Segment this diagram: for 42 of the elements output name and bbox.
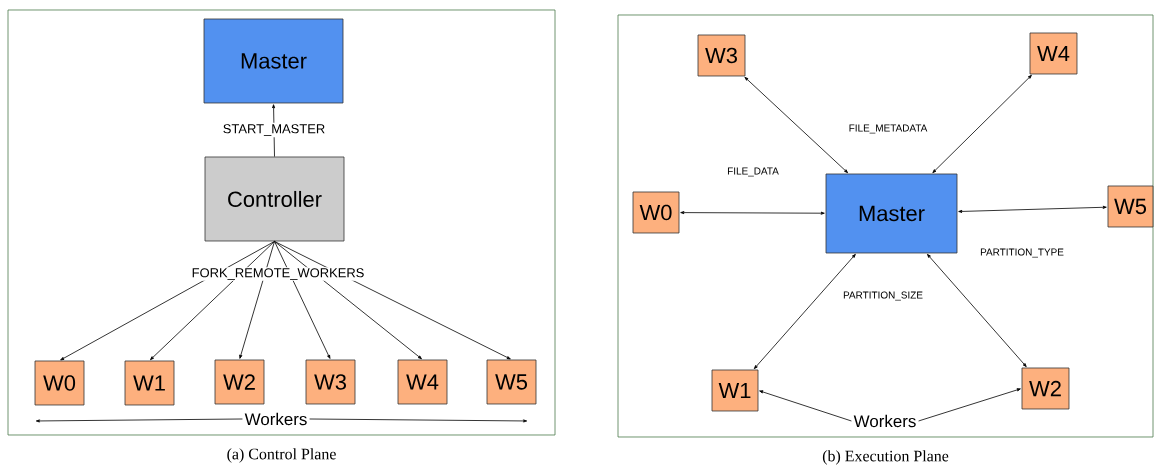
controller-box: Controller — [204, 156, 345, 242]
worker-box: W3 — [697, 34, 746, 77]
arrow — [274, 241, 422, 360]
arrow — [274, 241, 511, 360]
panel-label: (a) Control Plane — [227, 448, 336, 463]
worker-box: W5 — [1107, 185, 1154, 228]
arrow — [309, 418, 528, 423]
message-label: FILE_METADATA — [849, 124, 928, 134]
worker-box: W5 — [486, 359, 537, 405]
edge-label: START_MASTER — [221, 122, 327, 138]
arrow — [927, 253, 1027, 368]
arrow — [150, 241, 275, 361]
panel-label: (b) Execution Plane — [822, 450, 949, 465]
worker-box: W1 — [711, 369, 759, 412]
master-box: Master — [825, 173, 958, 254]
arrow — [932, 74, 1032, 174]
arrow — [958, 205, 1107, 213]
arrow — [60, 241, 275, 361]
arrow — [918, 388, 1021, 422]
arrow — [274, 241, 331, 359]
message-label: PARTITION_TYPE — [980, 248, 1064, 258]
master-box: Master — [203, 18, 344, 104]
message-label: FORK_REMOTE_WORKERS — [190, 267, 366, 281]
worker-box: W1 — [124, 360, 175, 406]
arrow — [272, 104, 276, 157]
arrow — [680, 211, 825, 215]
arrow — [35, 418, 243, 423]
arrow — [759, 390, 852, 422]
workers-label: Workers — [853, 414, 916, 428]
worker-box: W3 — [305, 359, 356, 405]
workers-label: Workers — [244, 412, 307, 426]
worker-box: W2 — [214, 359, 265, 405]
message-label: PARTITION_SIZE — [843, 291, 923, 301]
worker-box: W0 — [34, 360, 85, 406]
worker-box: W4 — [1029, 32, 1078, 75]
arrow — [239, 241, 275, 359]
worker-box: W2 — [1021, 367, 1070, 410]
message-label: FILE_DATA — [728, 167, 779, 177]
arrow — [753, 253, 856, 370]
arrow — [744, 76, 849, 174]
worker-box: W4 — [397, 359, 448, 405]
worker-box: W0 — [632, 191, 680, 234]
